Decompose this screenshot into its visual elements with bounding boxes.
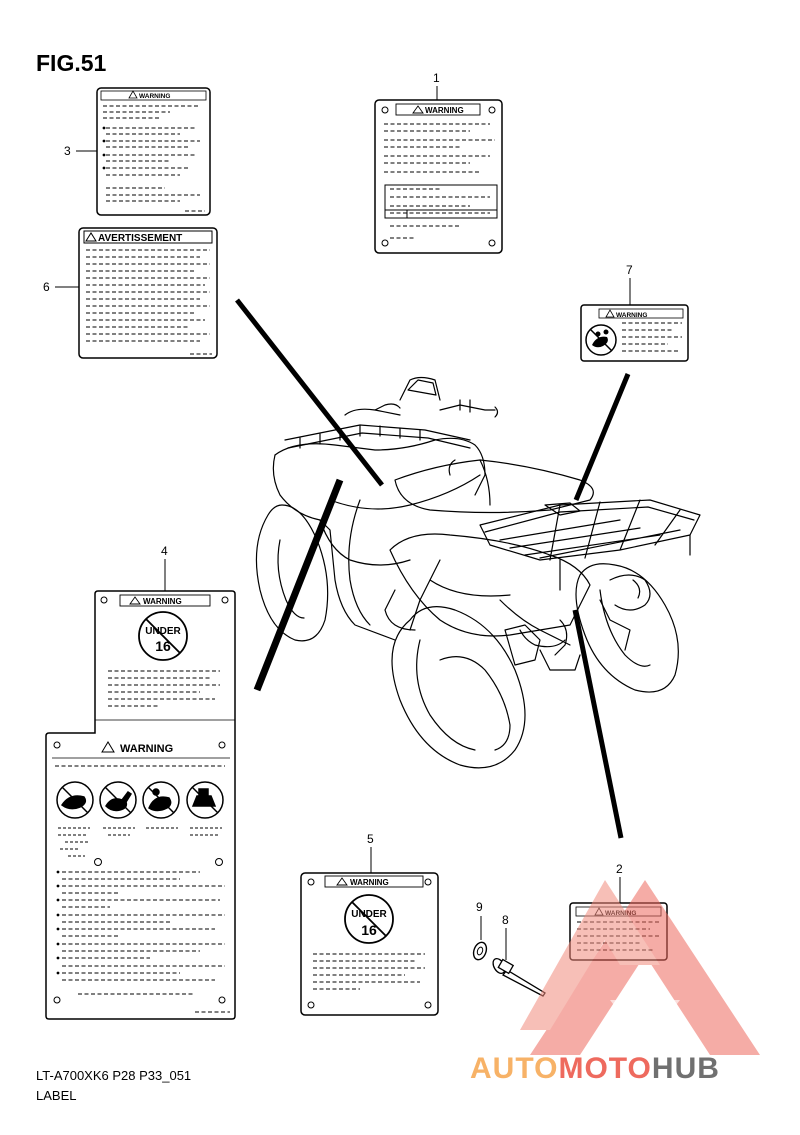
watermark-part-hub: HUB bbox=[651, 1052, 720, 1085]
callout-7: 7 bbox=[626, 263, 633, 277]
under-16-icon-2: UNDER 16 bbox=[344, 894, 394, 944]
watermark-logo bbox=[520, 880, 760, 1055]
watermark-brand: AUTOMOTOHUB bbox=[470, 1052, 720, 1086]
callout-1: 1 bbox=[433, 71, 440, 85]
callout-5: 5 bbox=[367, 832, 374, 846]
label-6-avertissement: AVERTISSEMENT bbox=[78, 227, 218, 359]
label-3-heading: WARNING bbox=[139, 93, 170, 100]
under-16-icon: UNDER 16 bbox=[138, 611, 188, 661]
watermark-part-moto: MOTO bbox=[558, 1052, 652, 1085]
footer-code: LT-A700XK6 P28 P33_051 bbox=[36, 1068, 192, 1083]
label-5-warning-under16: WARNING UNDER 16 bbox=[300, 872, 439, 1016]
label-3-warning-small: WARNING bbox=[96, 87, 211, 216]
callout-2: 2 bbox=[616, 862, 623, 876]
no-alcohol-icon bbox=[99, 781, 137, 819]
label-4-warning-under16: WARNING UNDER 16 WARNING bbox=[45, 590, 236, 1020]
rivet-part-8 bbox=[492, 957, 546, 997]
atv-outline bbox=[255, 376, 701, 769]
under-text: UNDER bbox=[145, 626, 181, 637]
label-6-heading: AVERTISSEMENT bbox=[98, 233, 182, 244]
callout-6: 6 bbox=[43, 280, 50, 294]
no-reckless-icon bbox=[142, 781, 180, 819]
watermark-part-auto: AUTO bbox=[470, 1052, 559, 1085]
label-5-heading: WARNING bbox=[350, 878, 389, 887]
age-text: 16 bbox=[155, 638, 171, 654]
callout-4: 4 bbox=[161, 544, 168, 558]
callout-8: 8 bbox=[502, 913, 509, 927]
callout-3: 3 bbox=[64, 144, 71, 158]
hazard-pictograms bbox=[56, 781, 224, 819]
label-1-heading: WARNING bbox=[425, 106, 464, 115]
label-1-warning: WARNING bbox=[374, 99, 503, 254]
label-7-heading: WARNING bbox=[616, 312, 647, 319]
no-jump-icon bbox=[56, 781, 94, 819]
no-overload-icon bbox=[186, 781, 224, 819]
washer-part-9 bbox=[472, 941, 488, 961]
figure-title: FIG.51 bbox=[36, 50, 107, 76]
label-7-warning-icon: WARNING bbox=[580, 304, 689, 362]
footer-name: LABEL bbox=[36, 1088, 77, 1103]
label-big-heading: WARNING bbox=[120, 743, 173, 755]
no-passenger-icon bbox=[585, 324, 617, 356]
leader-lines bbox=[235, 298, 631, 839]
under-text-2: UNDER bbox=[351, 909, 387, 920]
age-text-2: 16 bbox=[361, 922, 377, 938]
callout-9: 9 bbox=[476, 900, 483, 914]
label-4-heading: WARNING bbox=[143, 597, 182, 606]
